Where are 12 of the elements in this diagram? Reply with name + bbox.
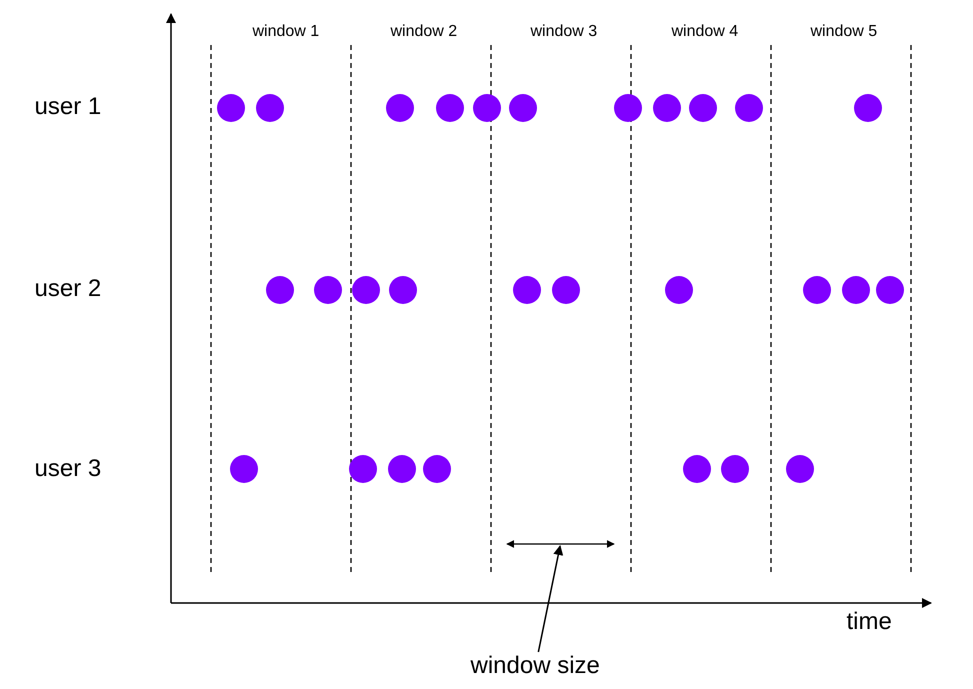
dimension-arrow [506, 540, 615, 548]
window-label: window 2 [390, 24, 458, 40]
user-label: user 3 [34, 457, 102, 481]
window-label: window 1 [252, 24, 320, 40]
user-label: user 1 [34, 95, 102, 119]
window-label: window 5 [810, 24, 878, 40]
dimension-label: window size [470, 654, 600, 678]
user-label: user 2 [34, 277, 102, 301]
window-label: window 3 [530, 24, 598, 40]
leader-arrow [538, 545, 564, 652]
window-label: window 4 [672, 24, 738, 40]
axis-label: time [846, 610, 892, 634]
